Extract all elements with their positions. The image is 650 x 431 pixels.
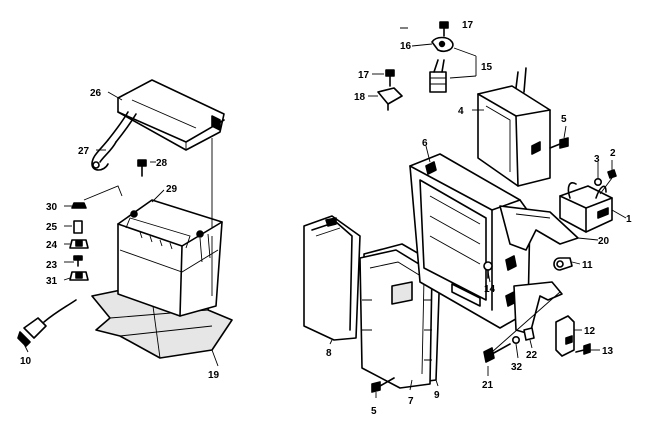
terminal-parts (69, 185, 123, 281)
relay-1 (559, 182, 613, 233)
callout-32: 32 (511, 362, 523, 373)
screw-28 (137, 159, 147, 177)
battery (117, 199, 223, 317)
callout-15: 15 (481, 62, 493, 73)
wire-harness-15-16-17 (429, 21, 477, 93)
callout-18: 18 (354, 92, 366, 103)
callout-12: 12 (584, 326, 596, 337)
callout-23: 23 (46, 260, 58, 271)
callout-10: 10 (20, 356, 32, 367)
bracket-20 (499, 205, 579, 251)
screw-5-upper (549, 137, 569, 149)
callout-6: 6 (422, 138, 428, 149)
callout-31: 31 (46, 276, 58, 287)
lower-bracket (513, 281, 563, 335)
callout-28: 28 (156, 158, 168, 169)
callout-22: 22 (526, 350, 538, 361)
callout-labels: 1 2 3 4 5 5 6 7 8 9 10 11 12 13 14 15 16… (20, 20, 632, 417)
callout-26: 26 (90, 88, 102, 99)
callout-8: 8 (326, 348, 332, 359)
callout-17-lower: 17 (358, 70, 370, 81)
callout-16: 16 (400, 41, 412, 52)
clip-11 (553, 257, 573, 271)
callout-30: 30 (46, 202, 58, 213)
callout-17-upper: 17 (462, 20, 474, 31)
screw-5-lower (371, 377, 395, 393)
callout-9: 9 (434, 390, 440, 401)
callout-20: 20 (598, 236, 610, 247)
clamp-18 (377, 69, 403, 111)
bolt-washer-nut (483, 291, 561, 363)
clamp-12 (555, 315, 591, 357)
callout-19: 19 (208, 370, 220, 381)
cover-8 (303, 215, 361, 341)
callout-1: 1 (626, 214, 632, 225)
callout-13: 13 (602, 346, 614, 357)
callout-27: 27 (78, 146, 90, 157)
callout-14: 14 (484, 284, 496, 295)
callout-7: 7 (408, 396, 414, 407)
housing-6 (409, 153, 531, 329)
callout-24: 24 (46, 240, 58, 251)
callout-5-lower: 5 (371, 406, 377, 417)
module-4 (477, 67, 551, 187)
callout-5-upper: 5 (561, 114, 567, 125)
fuse-holder-10 (17, 299, 77, 347)
callout-3: 3 (594, 154, 600, 165)
callout-11: 11 (582, 260, 593, 271)
callout-2: 2 (610, 148, 616, 159)
callout-29: 29 (166, 184, 178, 195)
hold-down-strap (91, 111, 137, 171)
leader-lines (23, 27, 627, 398)
callout-25: 25 (46, 222, 58, 233)
callout-21: 21 (482, 380, 494, 391)
battery-cover (117, 79, 225, 151)
callout-4: 4 (458, 106, 464, 117)
fasteners-2-3 (593, 169, 617, 195)
